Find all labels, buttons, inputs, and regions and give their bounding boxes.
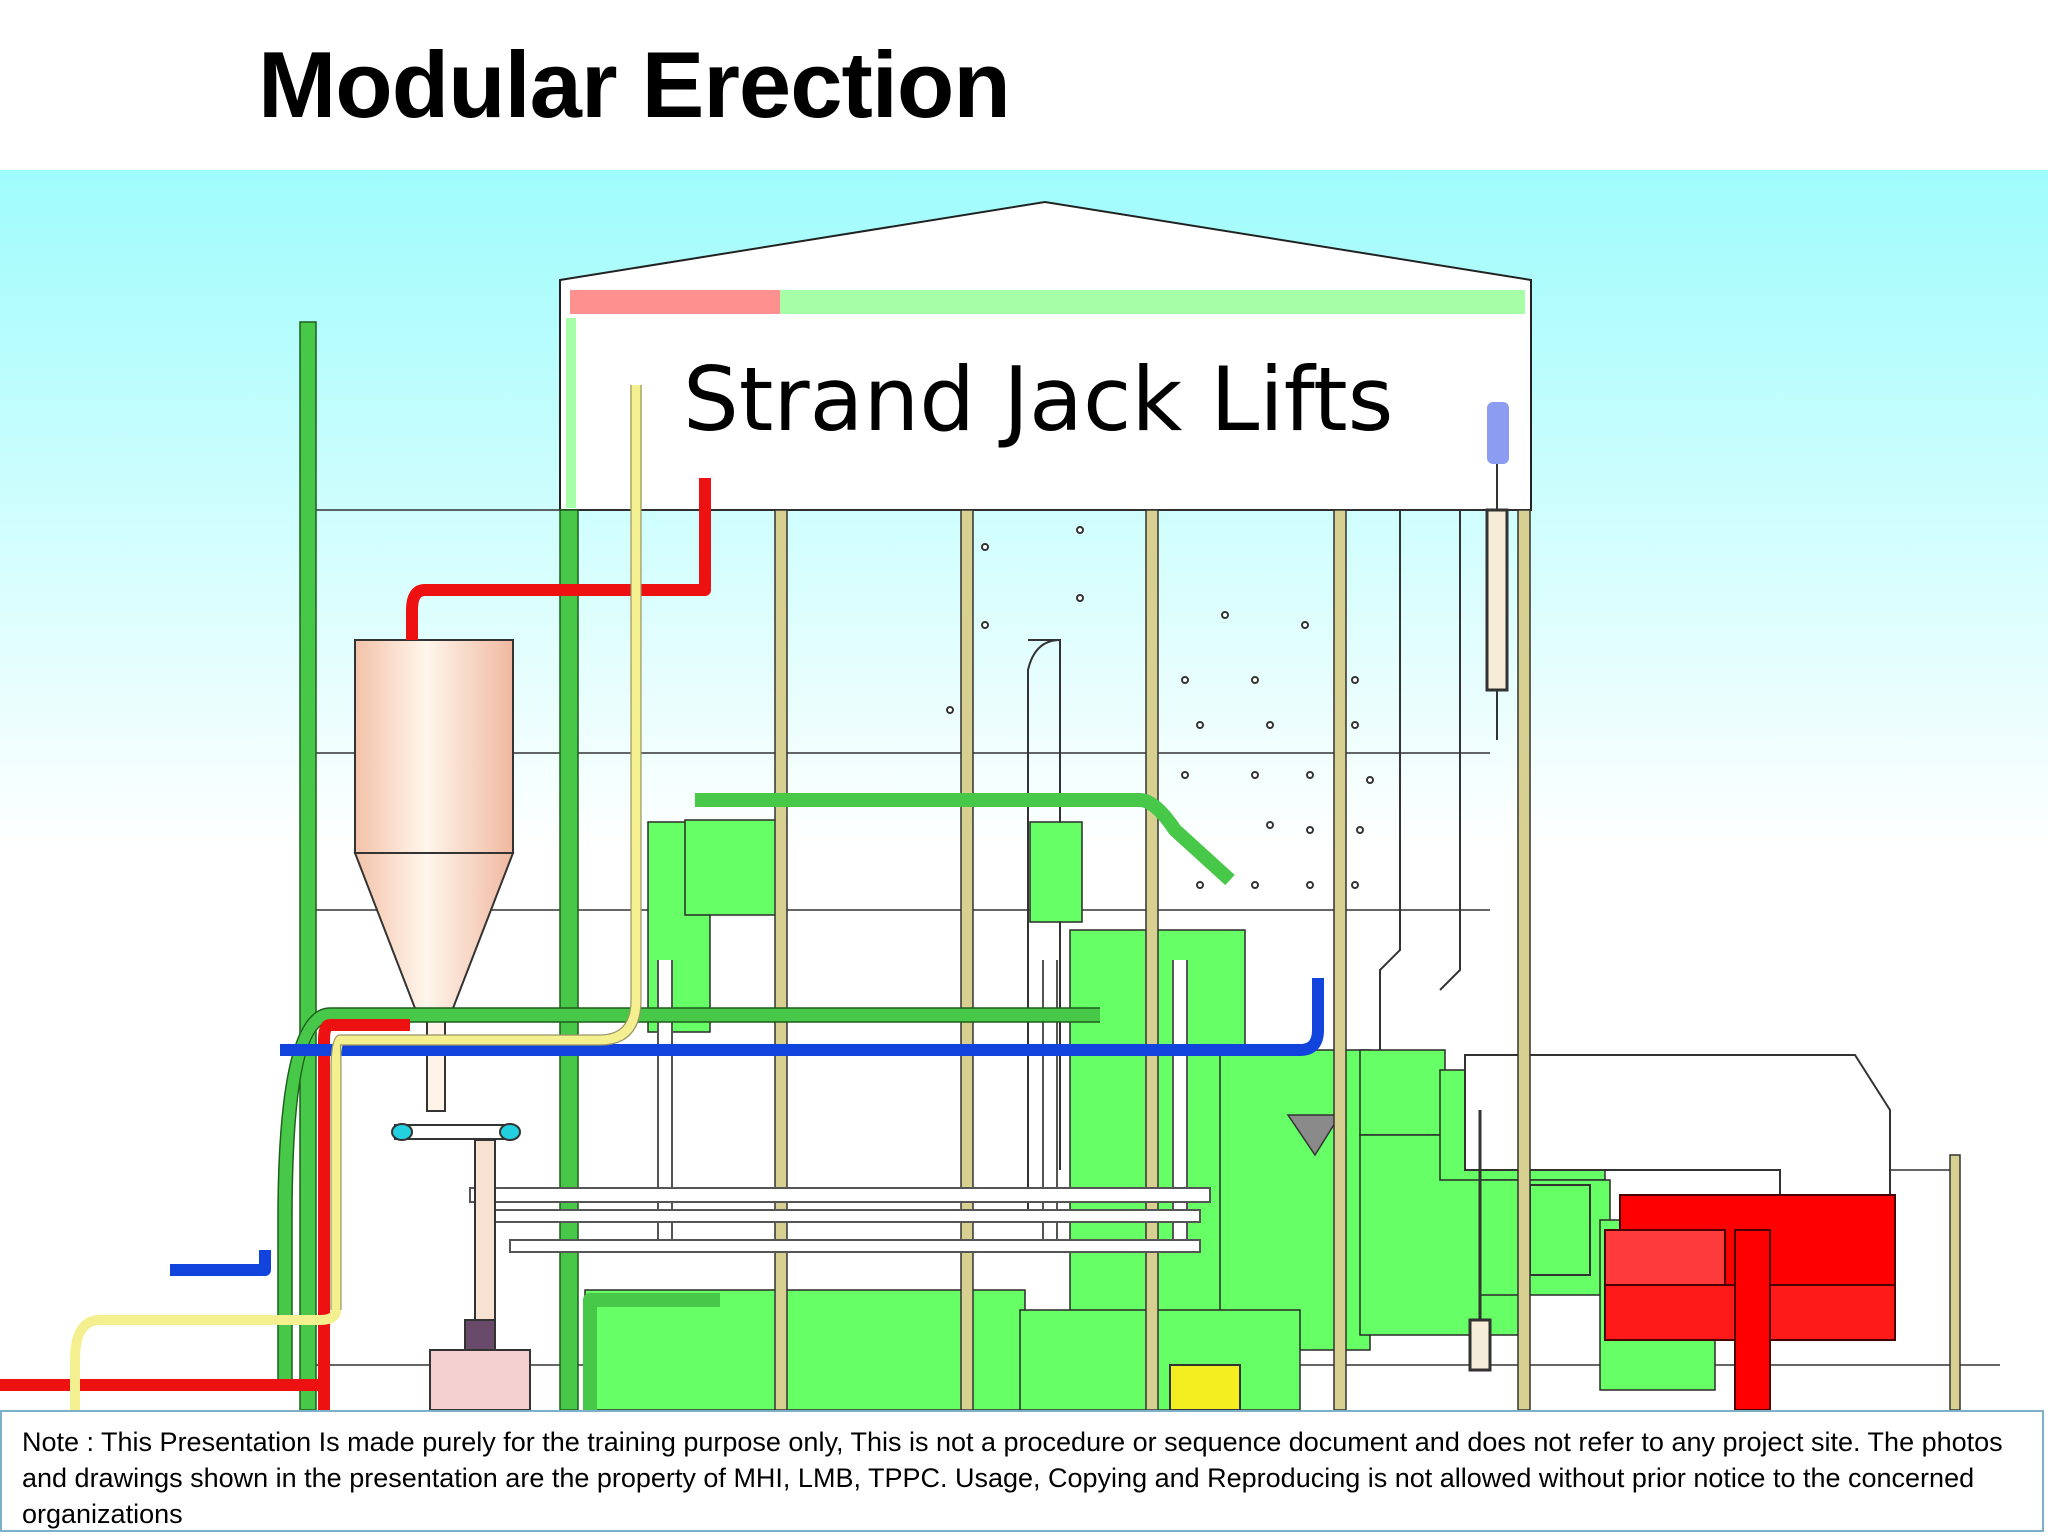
boiler-house-roof <box>559 200 1532 511</box>
strand-jack-lifts-label: Strand Jack Lifts <box>683 348 1394 451</box>
roof-green-post <box>566 318 576 508</box>
slide-title: Modular Erection <box>258 32 1011 137</box>
steel-columns <box>774 509 1961 1410</box>
blue-pipes <box>170 978 1324 1276</box>
ash-hopper <box>1286 1114 1342 1157</box>
disclaimer-note: Note : This Presentation Is made purely … <box>0 1410 2044 1532</box>
boiler-bolt-dots <box>946 526 1374 889</box>
boiler-body-outline <box>1027 510 1461 1220</box>
red-pipes <box>0 478 711 1410</box>
header-pipes <box>469 1187 1211 1253</box>
yellow-equipment-box <box>1169 1364 1241 1410</box>
yellow-pipe-edges <box>330 385 642 1310</box>
yellow-pipes <box>70 385 641 1410</box>
roof-blue-device <box>1487 402 1509 464</box>
cyclone-separator <box>353 639 531 1410</box>
roof-pink-bar <box>570 290 780 314</box>
hanger-rod <box>1468 464 1509 1372</box>
green-columns <box>299 321 579 1410</box>
roof-green-bar <box>780 290 1525 314</box>
boiler-erection-diagram <box>0 170 2048 1410</box>
green-pipes <box>278 793 1235 1410</box>
red-fan-assembly <box>1604 1194 1896 1410</box>
